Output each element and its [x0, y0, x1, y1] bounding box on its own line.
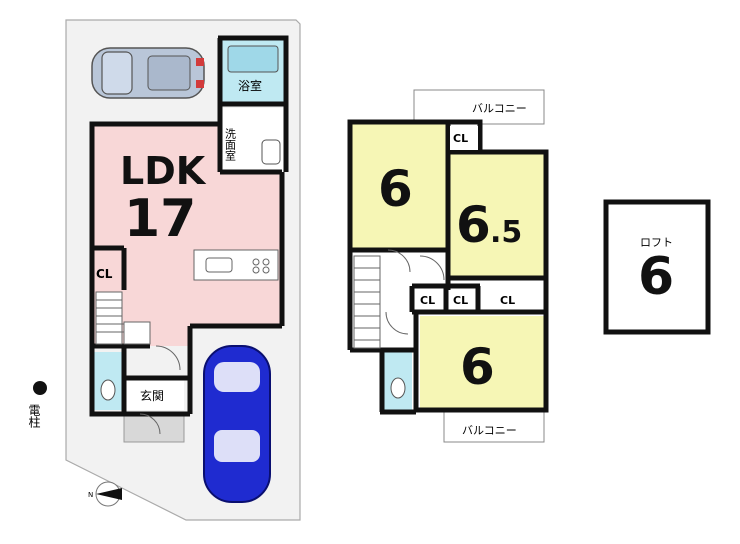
loft-label: ロフト	[640, 236, 673, 249]
closet-label-floor1: CL	[96, 267, 113, 281]
utility-pole-icon	[33, 381, 47, 395]
bedroom-a	[350, 124, 446, 248]
entrance-label: 玄関	[140, 388, 164, 403]
entrance-hall	[126, 380, 184, 410]
closet-label-mid2: CL	[453, 294, 468, 307]
loft-room	[603, 199, 711, 335]
balcony-top	[413, 89, 545, 125]
ldk-size: 17	[124, 189, 196, 249]
bath-label: 浴室	[238, 78, 262, 93]
compass-icon	[95, 481, 122, 507]
floor1-stairs	[95, 291, 151, 345]
balcony-bottom-label: バルコニー	[462, 424, 517, 437]
bedroom-a-size: 6	[378, 160, 413, 218]
bathtub	[227, 45, 279, 73]
bedroom-b-size-decimal: .5	[490, 215, 522, 250]
floor2-stairs	[353, 255, 381, 349]
floor1-walls	[89, 35, 289, 417]
bedroom-c	[420, 316, 544, 408]
closet-box-top	[450, 126, 478, 150]
closet-label-mid1: CL	[420, 294, 435, 307]
washroom-label: 洗面室	[224, 128, 237, 161]
ldk-room	[92, 124, 282, 346]
compass-label: N	[88, 491, 93, 499]
kitchen-counter	[193, 249, 279, 281]
loft-size: 6	[638, 247, 674, 307]
bedroom-b-size: 6	[456, 196, 491, 254]
floor2-walls	[347, 119, 549, 415]
closet-label-top: CL	[453, 132, 468, 145]
toilet-floor1	[100, 379, 116, 401]
floor1-doors	[139, 345, 181, 435]
balcony-top-label: バルコニー	[472, 102, 527, 115]
floor2-doors	[385, 249, 445, 335]
pole-label: 電柱	[27, 404, 41, 429]
bedroom-c-size: 6	[460, 338, 495, 396]
closet-label-mid3: CL	[500, 294, 515, 307]
parked-car-silver	[91, 47, 205, 99]
ldk-label: LDK	[120, 149, 207, 193]
bedroom-b	[450, 152, 544, 278]
toilet-floor2	[390, 377, 406, 399]
parked-car-blue	[203, 345, 271, 503]
washbasin	[261, 139, 281, 165]
